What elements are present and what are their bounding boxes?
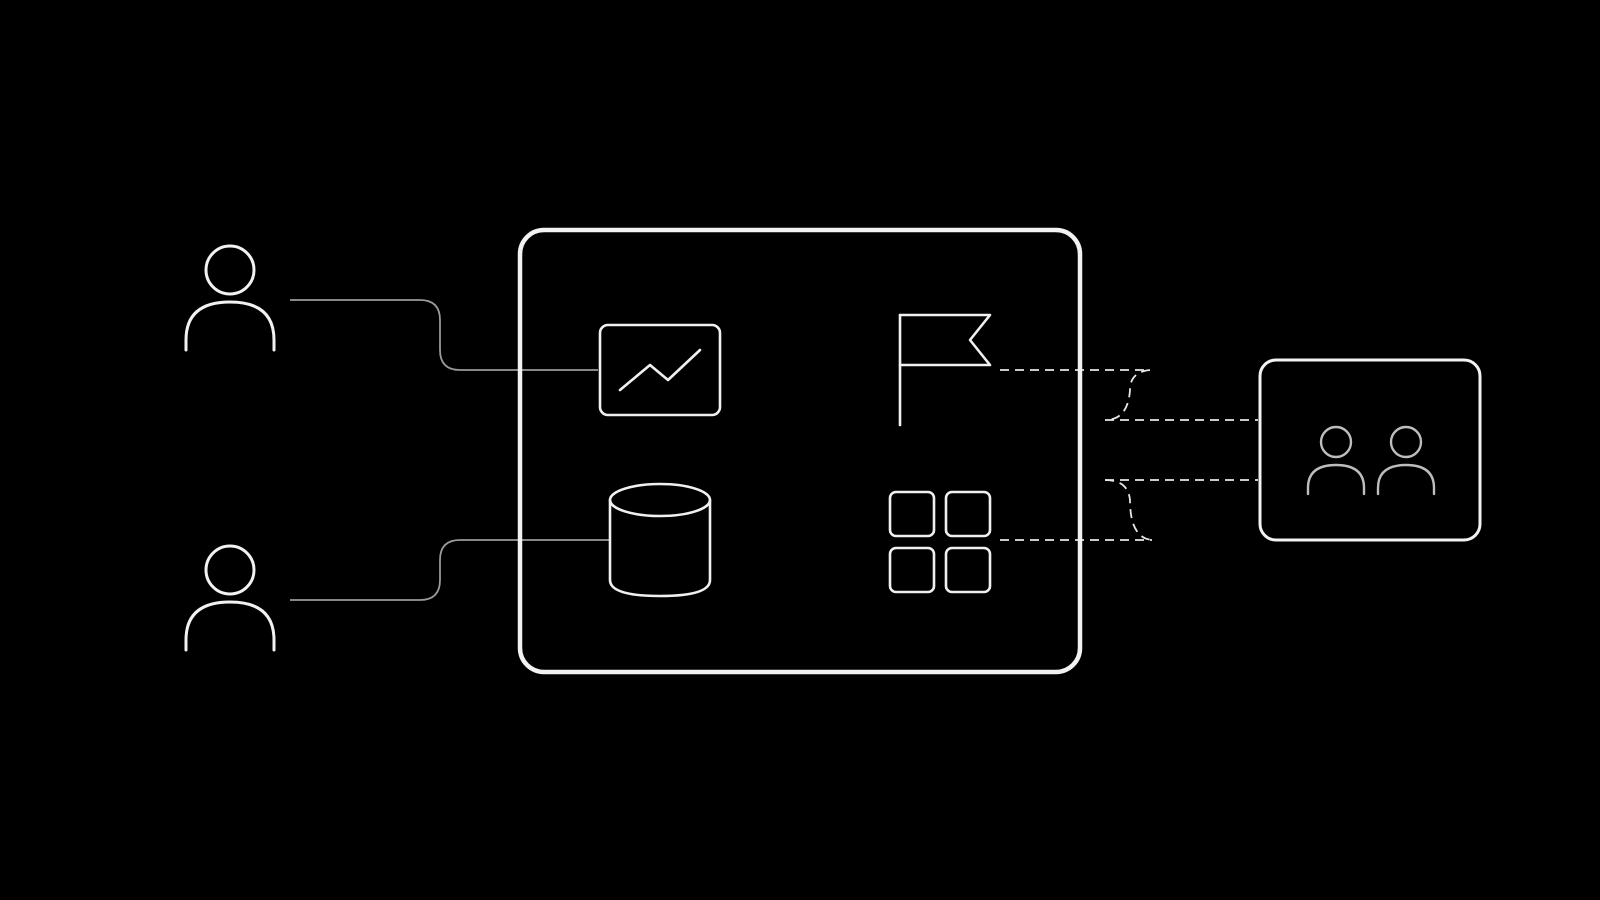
team-box [1258,358,1482,542]
user-node-1 [184,244,276,352]
user-icon [184,544,276,652]
connector-grid-to-team-bend [1104,479,1153,541]
apps-grid-icon [888,490,992,594]
connector-user1-to-analytics [290,299,598,371]
connector-flag-to-team-bend [1104,369,1151,421]
connectors [290,299,1258,601]
user-icon [184,244,276,352]
user-node-2 [184,544,276,652]
flag-icon [898,313,992,427]
database-icon [608,482,712,598]
analytics-chart-icon [598,323,722,417]
platform-box [517,227,1083,675]
connector-user2-to-database [290,539,610,601]
team-users-icon [1306,425,1436,496]
